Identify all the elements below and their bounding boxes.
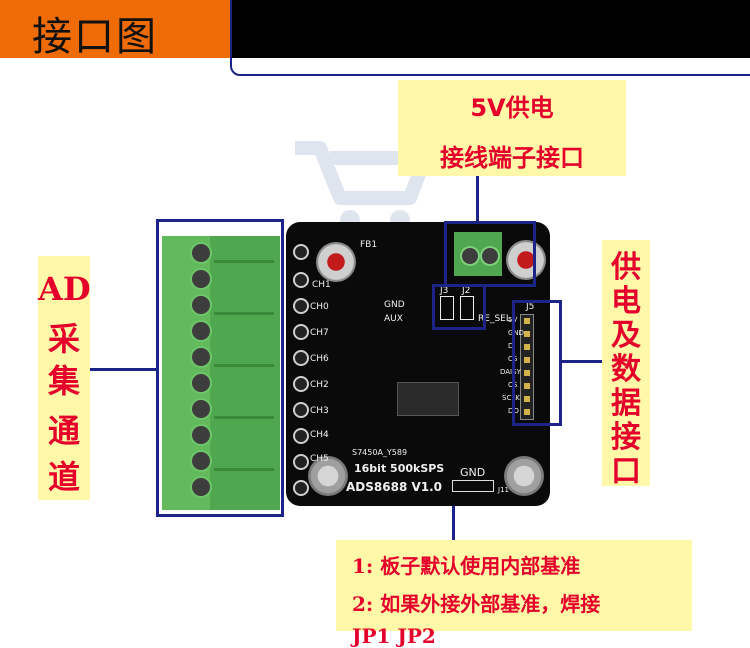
j11-label: J11 (498, 486, 509, 494)
jumper-j2-label: J2 (462, 286, 471, 296)
callout-line: 及 (611, 318, 641, 353)
jumper-highlight (432, 284, 486, 330)
power-terminal-highlight (444, 221, 536, 287)
callout-line: 数 (611, 352, 641, 387)
terminal-rib (214, 416, 274, 419)
note-line: 1: 板子默认使用内部基准 (352, 554, 581, 578)
channel-pad (293, 454, 309, 470)
callout-line: 接 (611, 420, 641, 455)
terminal-screw-icon (190, 424, 212, 446)
callout-line: AD (38, 270, 91, 308)
j5-label: J5 (526, 302, 535, 312)
spec-label: 16bit 500kSPS (354, 462, 445, 475)
connector-right (560, 360, 604, 363)
terminal-rib (214, 364, 274, 367)
terminal-screw-icon (190, 268, 212, 290)
header-frame (230, 0, 750, 76)
gnd-ref-label: GND (384, 300, 405, 310)
reference-note-callout: 1: 板子默认使用内部基准 2: 如果外接外部基准，焊接 JP1 JP2 (336, 540, 692, 648)
connector-left (90, 368, 158, 371)
connector-top (476, 176, 479, 222)
channel-label: CH5 (310, 454, 329, 464)
terminal-rib (214, 468, 274, 471)
channel-pad (293, 402, 309, 418)
channel-pad (293, 244, 309, 260)
channel-label: CH2 (310, 380, 329, 390)
channel-label: CH0 (310, 302, 329, 312)
header-bar (232, 0, 750, 58)
adc-chip (397, 382, 459, 416)
callout-line: 据 (611, 386, 641, 421)
channel-label: CH3 (310, 406, 329, 416)
terminal-screw-icon (190, 320, 212, 342)
gnd-header (452, 480, 494, 492)
channel-pad (293, 350, 309, 366)
terminal-screw-icon (190, 294, 212, 316)
terminal-screw-icon (190, 346, 212, 368)
callout-line: 口 (611, 454, 641, 489)
power-terminal[interactable] (454, 232, 502, 276)
note-line: 2: 如果外接外部基准，焊接 (352, 592, 601, 616)
channel-pad (293, 428, 309, 444)
channel-label: CH7 (310, 328, 329, 338)
terminal-screw-icon (190, 398, 212, 420)
jumper-j3[interactable] (440, 296, 454, 320)
mount-hole-top-right (506, 240, 546, 280)
mount-hole-top-left (316, 242, 356, 282)
note-line: JP1 JP2 (352, 624, 436, 648)
fb1-label: FB1 (360, 240, 378, 250)
callout-line: 采 (47, 320, 80, 358)
gnd-label: GND (460, 466, 486, 479)
ad-channel-callout: AD 采 集 通 道 (38, 256, 91, 500)
callout-line: 集 (47, 362, 80, 400)
terminal-screw-icon (190, 242, 212, 264)
j5-pin-header (520, 314, 534, 420)
channel-pad (293, 298, 309, 314)
terminal-rib (214, 260, 274, 263)
callout-line: 通 (47, 412, 80, 450)
re-sel-label: RE_SEL (478, 314, 511, 324)
pin-label: GND (508, 329, 525, 337)
j5-highlight (512, 300, 562, 426)
ad-channel-highlight (156, 219, 284, 517)
model-label: ADS8688 V1.0 (346, 480, 443, 494)
jumper-j2[interactable] (460, 296, 474, 320)
header-tab (0, 0, 232, 58)
channel-label: CH1 (312, 280, 331, 290)
channel-pad (293, 324, 309, 340)
channel-label: CH6 (310, 354, 329, 364)
terminal-screw-icon (480, 246, 500, 266)
power-data-callout: 供 电 及 数 据 接 口 (602, 240, 650, 489)
mount-hole-bottom-right (504, 456, 544, 496)
terminal-screw-icon (190, 372, 212, 394)
page-title: 接口图 (32, 14, 158, 60)
callout-line: 5V供电 (470, 94, 554, 122)
jumper-j3-label: J3 (440, 286, 449, 296)
channel-pad (293, 272, 309, 288)
pin-label: DAISY (500, 368, 521, 376)
ic-mark-label: S7450A_Y589 (352, 448, 408, 457)
callout-line: 电 (611, 284, 641, 319)
pin-label: SCLK (502, 394, 520, 402)
terminal-screw-icon (190, 450, 212, 472)
mount-hole-bottom-left (308, 456, 348, 496)
pin-label: DI (508, 342, 516, 350)
terminal-rib (214, 312, 274, 315)
channel-pad (293, 480, 309, 496)
channel-pad (293, 376, 309, 392)
callout-line: 接线端子接口 (440, 143, 584, 172)
callout-line: 供 (611, 250, 641, 285)
callout-line: 道 (47, 458, 80, 496)
power-terminal-callout: 5V供电 接线端子接口 (398, 80, 626, 176)
terminal-screw-icon (190, 476, 212, 498)
aux-label: AUX (384, 314, 403, 324)
channel-label: CH4 (310, 430, 329, 440)
terminal-screw-icon (460, 246, 480, 266)
